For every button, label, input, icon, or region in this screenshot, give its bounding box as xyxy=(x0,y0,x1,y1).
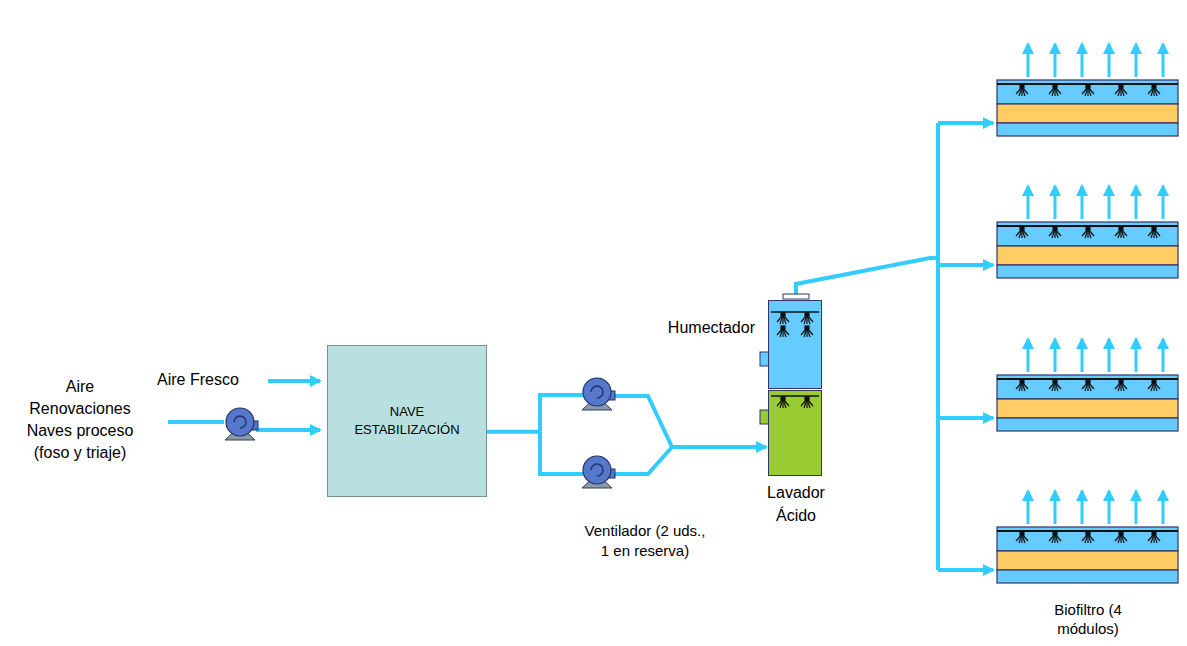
spray-nozzles xyxy=(769,301,823,390)
acid-scrubber: Lavador Ácido xyxy=(768,390,822,476)
flow-label: Ventilador (2 uds., 1 en reserva) xyxy=(566,521,724,561)
humidifier-tower: Humectador xyxy=(768,300,822,389)
biofilter-module xyxy=(938,339,1178,431)
fan-symbol xyxy=(582,456,615,488)
biofilter-group xyxy=(938,44,1178,583)
fan-symbol xyxy=(225,408,258,440)
spray-nozzles xyxy=(769,391,823,477)
node-label: NAVE ESTABILIZACIÓN xyxy=(328,403,486,439)
biofilter-module xyxy=(938,186,1178,278)
air-line xyxy=(168,123,938,570)
process-hall: NAVE ESTABILIZACIÓN xyxy=(327,345,487,497)
flow-label: Aire Renovaciones Naves proceso (foso y … xyxy=(18,376,142,464)
node-label: Humectador xyxy=(668,319,755,337)
air-duct xyxy=(487,395,766,474)
flow-label: Biofiltro (4 módulos) xyxy=(1036,600,1140,638)
biofilter-module xyxy=(938,491,1178,583)
fan-symbol xyxy=(582,378,615,410)
humidifier-grill xyxy=(783,294,809,299)
flow-label: Aire Fresco xyxy=(157,369,239,390)
biofilter-module xyxy=(938,44,1178,136)
node-label: Lavador Ácido xyxy=(757,481,835,527)
